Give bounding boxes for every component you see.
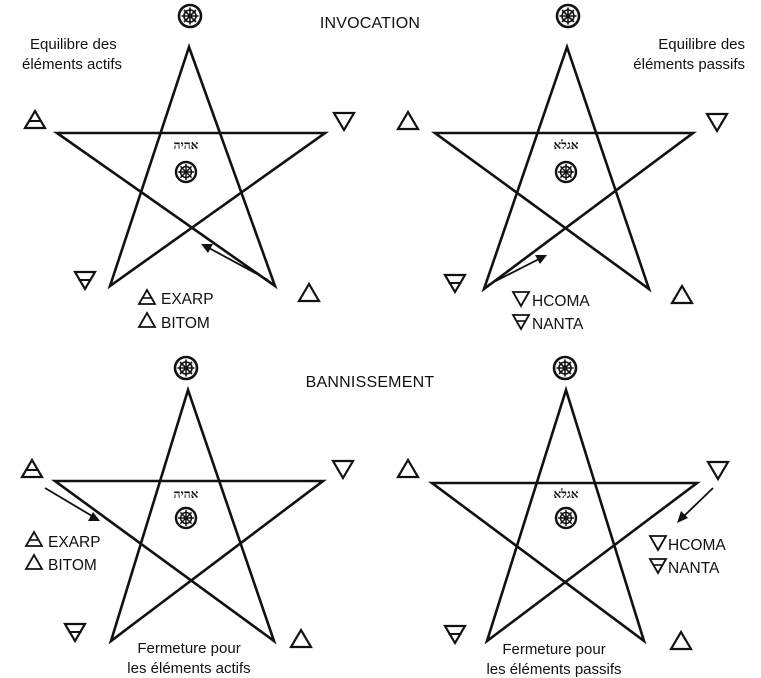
water-triangle-icon	[511, 291, 531, 308]
word-nanta: NANTA	[532, 316, 584, 333]
air-triangle-icon	[20, 457, 44, 479]
passive-balance-line1: Equilibre des	[658, 36, 745, 53]
direction-arrow-icon	[201, 244, 269, 281]
direction-arrow-icon	[677, 487, 714, 523]
active-closing-line1: Fermeture pour	[137, 640, 240, 657]
fire-triangle-icon	[669, 629, 693, 651]
fire-triangle-icon	[24, 553, 44, 570]
word-exarp: EXARP	[161, 291, 214, 308]
spirit-icon	[174, 160, 198, 184]
pentagram-passive-invocation	[431, 42, 697, 293]
divine-name-passive: אגלא	[554, 487, 579, 501]
word-hcoma: HCOMA	[668, 537, 726, 554]
spirit-icon	[174, 506, 198, 530]
earth-triangle-icon	[511, 314, 531, 331]
water-triangle-icon	[705, 112, 729, 134]
fire-triangle-icon	[297, 281, 321, 303]
active-balance-line1: Equilibre des	[30, 36, 117, 53]
air-triangle-icon	[23, 108, 47, 130]
divine-name-active: אהיה	[174, 487, 199, 501]
water-triangle-icon	[331, 459, 355, 481]
divine-name-active: אהיה	[174, 138, 199, 152]
banishing-heading: BANNISSEMENT	[306, 374, 435, 391]
water-triangle-icon	[648, 535, 668, 552]
word-nanta: NANTA	[668, 560, 720, 577]
direction-arrow-icon	[44, 487, 100, 521]
fire-triangle-icon	[289, 627, 313, 649]
active-closing-line2: les éléments actifs	[127, 660, 250, 677]
spirit-icon	[554, 506, 578, 530]
pentagram-passive-banishing	[428, 385, 701, 645]
invocation-heading: INVOCATION	[320, 15, 420, 32]
word-hcoma: HCOMA	[532, 293, 590, 310]
earth-triangle-icon	[648, 558, 668, 575]
water-triangle-icon	[706, 460, 730, 482]
spirit-icon	[173, 355, 199, 381]
spirit-icon	[555, 3, 581, 29]
passive-balance-line2: éléments passifs	[633, 56, 745, 73]
passive-closing-line2: les éléments passifs	[486, 661, 621, 678]
word-bitom: BITOM	[48, 557, 97, 574]
word-exarp: EXARP	[48, 534, 101, 551]
spirit-icon	[552, 355, 578, 381]
air-triangle-icon	[24, 530, 44, 547]
pentagram-active-invocation	[52, 43, 330, 290]
air-triangle-icon	[137, 288, 157, 305]
fire-triangle-icon	[137, 311, 157, 328]
spirit-icon	[177, 3, 203, 29]
passive-closing-line1: Fermeture pour	[502, 641, 605, 658]
active-balance-line2: éléments actifs	[22, 56, 122, 73]
spirit-icon	[554, 160, 578, 184]
direction-arrow-icon	[487, 255, 547, 286]
water-triangle-icon	[332, 111, 356, 133]
word-bitom: BITOM	[161, 315, 210, 332]
fire-triangle-icon	[396, 109, 420, 131]
fire-triangle-icon	[396, 457, 420, 479]
pentagram-active-banishing	[51, 385, 327, 645]
fire-triangle-icon	[670, 283, 694, 305]
divine-name-passive: אגלא	[554, 138, 579, 152]
